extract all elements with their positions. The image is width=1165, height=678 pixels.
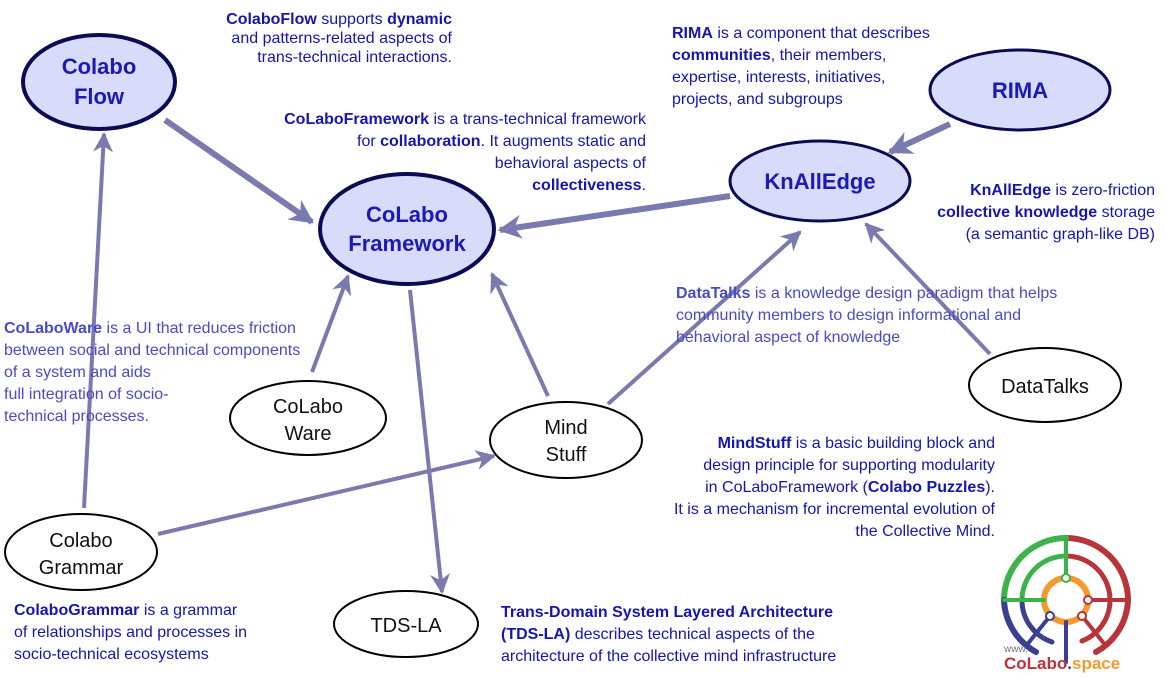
node-mind-stuff-line2: Stuff [546,444,587,466]
note-framework-line3: behavioral aspects of [494,155,646,172]
logo-part-dot: . [1067,654,1073,673]
node-knalledge[interactable]: KnAllEdge [728,139,912,223]
note-knalledge-term: KnAllEdge [970,182,1051,199]
note-grammar-line3: socio-technical ecosystems [14,646,209,663]
note-framework-text1: is a trans-technical framework [429,111,646,128]
note-framework-text2c: . It augments static and [480,133,646,150]
note-framework-period: . [641,177,646,194]
note-rima: RIMA is a component that describes commu… [672,23,992,111]
node-colabo-grammar-line1: Colabo [49,530,112,552]
logo-wordmark: www. CoLabo.space [1004,644,1121,674]
logo-part-space: space [1072,654,1121,673]
node-colabo-grammar[interactable]: Colabo Grammar [4,513,158,591]
note-colaboflow-line2: and patterns-related aspects of [231,30,452,47]
note-rima-term: RIMA [672,25,713,42]
edge-datatalks-to-knalledge [864,222,992,356]
node-colabo-framework-line1: CoLabo [366,202,448,227]
note-tdsla-line3: architecture of the collective mind infr… [501,648,837,665]
node-knalledge-label: KnAllEdge [764,169,875,194]
note-mindstuff-line5: the Collective Mind. [855,523,995,540]
note-tdsla-text2: describes technical aspects of the [570,626,815,643]
node-colabo-framework-line2: Framework [348,231,466,256]
note-colaboware-line3: of a system and aids [4,364,151,381]
note-mindstuff-text1: is a basic building block and [791,435,995,452]
note-colaboware-line2: between social and technical components [4,342,301,359]
note-tdsla: Trans-Domain System Layered Architecture… [501,602,921,668]
note-mindstuff-term: MindStuff [717,435,792,452]
note-datatalks: DataTalks is a knowledge design paradigm… [676,283,1136,349]
note-colaboware: CoLaboWare is a UI that reduces friction… [4,318,364,428]
node-colabo-flow-line2: Flow [74,84,125,109]
node-colabo-flow[interactable]: Colabo Flow [21,33,177,131]
note-mindstuff-line2: design principle for supporting modulari… [703,457,995,474]
node-colabo-flow-line1: Colabo [62,54,137,79]
colabo-space-logo [1001,535,1131,664]
node-datatalks[interactable]: DataTalks [968,347,1122,423]
note-tdsla-acronym: (TDS-LA) [501,626,571,643]
note-colaboflow-text: supports [316,11,388,28]
node-colabo-ware-line2: Ware [284,423,331,445]
note-grammar-line2: of relationships and processes in [14,624,248,641]
note-colaboflow-dynamic: dynamic [387,11,452,28]
note-framework-collectiveness: collectiveness [532,177,642,194]
note-tdsla-term: Trans-Domain System Layered Architecture [501,604,833,621]
logo-www: www. [1004,644,1028,655]
note-datatalks-line2: community members to design informationa… [676,307,1022,324]
note-rima-line3: expertise, interests, initiatives, [672,69,886,86]
note-mindstuff-text3c: ). [985,479,995,496]
note-knalledge-text2: storage [1097,204,1155,221]
node-tds-la-label: TDS-LA [370,615,442,637]
node-mind-stuff-line1: Mind [544,417,587,439]
node-rima-label: RIMA [992,78,1048,103]
note-mindstuff-line4: It is a mechanism for incremental evolut… [673,501,995,518]
note-knalledge: KnAllEdge is zero-friction collective kn… [890,180,1155,246]
note-rima-text2: , their members, [770,47,887,64]
note-rima-line4: projects, and subgroups [672,91,843,108]
node-tds-la[interactable]: TDS-LA [333,590,479,658]
node-colabo-ware[interactable]: CoLabo Ware [229,380,387,456]
note-colaboware-text1: is a UI that reduces friction [102,320,296,337]
node-colabo-ware-line1: CoLabo [273,396,343,418]
note-framework-collaboration: collaboration [380,133,481,150]
note-mindstuff-text3a: in CoLaboFramework ( [705,479,868,496]
note-datatalks-text1: is a knowledge design paradigm that help… [750,285,1058,302]
note-grammar: ColaboGrammar is a grammar of relationsh… [14,600,314,666]
note-rima-text1: is a component that describes [712,25,930,42]
node-mind-stuff[interactable]: Mind Stuff [489,401,643,479]
note-colaboflow-line3: trans-technical interactions. [257,49,452,66]
note-mindstuff: MindStuff is a basic building block and … [610,433,995,543]
node-colabo-grammar-line2: Grammar [39,557,124,579]
node-colabo-framework[interactable]: CoLabo Framework [318,172,496,286]
note-grammar-text1: is a grammar [139,602,238,619]
edge-framework-to-tdsla [408,289,451,594]
edge-colaboware-to-framework [310,274,352,373]
note-framework: CoLaboFramework is a trans-technical fra… [210,109,646,197]
note-mindstuff-puzzles: Colabo Puzzles [867,479,986,496]
edge-mindstuff-to-framework [490,272,550,397]
node-rima[interactable]: RIMA [928,48,1112,132]
edge-rima-to-knalledge [887,121,952,155]
node-datatalks-label: DataTalks [1001,376,1089,398]
edge-colaboflow-to-framework [163,117,314,225]
note-knalledge-collective: collective knowledge [937,204,1098,221]
note-colaboware-line5: technical processes. [4,408,149,425]
edge-grammar-to-mindstuff [157,450,496,536]
edge-mindstuff-to-knalledge [606,230,802,406]
edge-grammar-to-colaboflow [82,132,114,509]
note-grammar-term: ColaboGrammar [14,602,140,619]
note-datatalks-term: DataTalks [676,285,751,302]
note-framework-term: CoLaboFramework [284,111,430,128]
edge-knalledge-to-framework [497,193,731,239]
note-colaboflow: ColaboFlow supports dynamic and patterns… [182,10,452,67]
logo-part-colabo: CoLabo [1004,654,1068,673]
note-knalledge-text1: is zero-friction [1050,182,1155,199]
note-colaboflow-term: ColaboFlow [226,11,317,28]
note-framework-text2a: for [357,133,381,150]
note-datatalks-line3: behavioral aspect of knowledge [676,329,901,346]
note-rima-communities: communities [672,47,771,64]
note-knalledge-line3: (a semantic graph-like DB) [965,226,1155,243]
note-colaboware-term: CoLaboWare [4,320,103,337]
note-colaboware-line4: full integration of socio- [4,386,169,403]
